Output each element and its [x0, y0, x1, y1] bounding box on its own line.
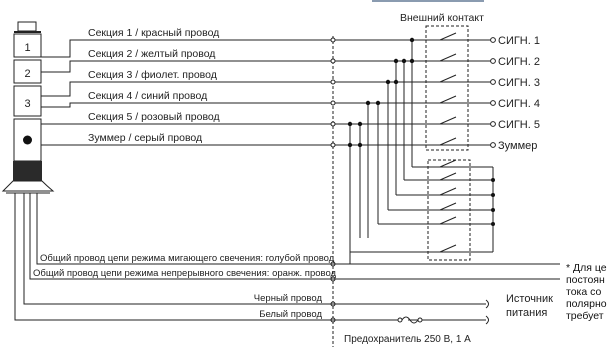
footnote-line-1: * Для це — [566, 262, 607, 274]
footnote-line-3: тока со — [566, 286, 602, 298]
wire-label-section-4: Секция 4 / синий провод — [88, 90, 207, 102]
wire-label-steady-common: Общий провод цепи режима непрерывного св… — [33, 268, 337, 279]
output-label-2: СИГН. 2 — [498, 56, 540, 68]
output-label-3: СИГН. 3 — [498, 77, 540, 89]
tower-label-2: 2 — [24, 68, 30, 80]
power-source: Источник питания — [485, 293, 553, 325]
footnote-line-4: полярно — [566, 298, 607, 310]
wire-label-section-5: Секция 5 / розовый провод — [88, 111, 220, 123]
header-bar-fragment — [372, 0, 484, 2]
tower-segment-1 — [13, 33, 42, 58]
fuse-icon — [397, 316, 486, 324]
output-label-5: СИГН. 5 — [498, 119, 540, 131]
wire-label-flash-common: Общий провод цепи режима мигающего свече… — [40, 253, 335, 264]
tower-base — [13, 161, 42, 181]
output-label-4: СИГН. 4 — [498, 98, 540, 110]
junction-dots — [347, 37, 415, 148]
wire-label-section-3: Секция 3 / фиолет. провод — [88, 69, 217, 81]
power-source-label-1: Источник — [506, 293, 553, 305]
external-contact-label: Внешний контакт — [400, 12, 484, 24]
footnote-line-2: постоян — [566, 274, 605, 286]
section-wires: Секция 1 / красный провод Секция 2 / жел… — [41, 27, 493, 146]
lower-relay-box — [427, 159, 495, 261]
output-label-1: СИГН. 1 — [498, 35, 540, 47]
fuse-label: Предохранитель 250 В, 1 А — [344, 334, 471, 345]
wire-label-white: Белый провод — [259, 309, 322, 320]
tower-segment-3 — [13, 85, 42, 117]
external-contact-box: Внешний контакт — [400, 12, 493, 151]
common-wires: Общий провод цепи режима мигающего свече… — [14, 193, 560, 321]
power-source-label-2: питания — [506, 307, 547, 319]
bus-lines — [349, 40, 493, 253]
output-terminals: СИГН. 1 СИГН. 2 СИГН. 3 СИГН. 4 СИГН. 5 … — [490, 35, 540, 152]
signal-tower: 1 2 3 — [1, 21, 55, 194]
footnote: * Для це постоян тока со полярно требует — [566, 262, 614, 322]
tower-label-3: 3 — [24, 98, 30, 110]
wire-label-section-2: Секция 2 / желтый провод — [88, 48, 215, 60]
footnote-line-5: требует — [566, 310, 604, 322]
wire-label-black: Черный провод — [254, 293, 323, 304]
wire-label-buzzer: Зуммер / серый провод — [88, 132, 202, 144]
buzzer-icon — [23, 135, 32, 145]
wire-label-section-1: Секция 1 / красный провод — [88, 27, 219, 39]
output-label-buzzer: Зуммер — [498, 140, 537, 152]
tower-label-1: 1 — [24, 42, 30, 54]
